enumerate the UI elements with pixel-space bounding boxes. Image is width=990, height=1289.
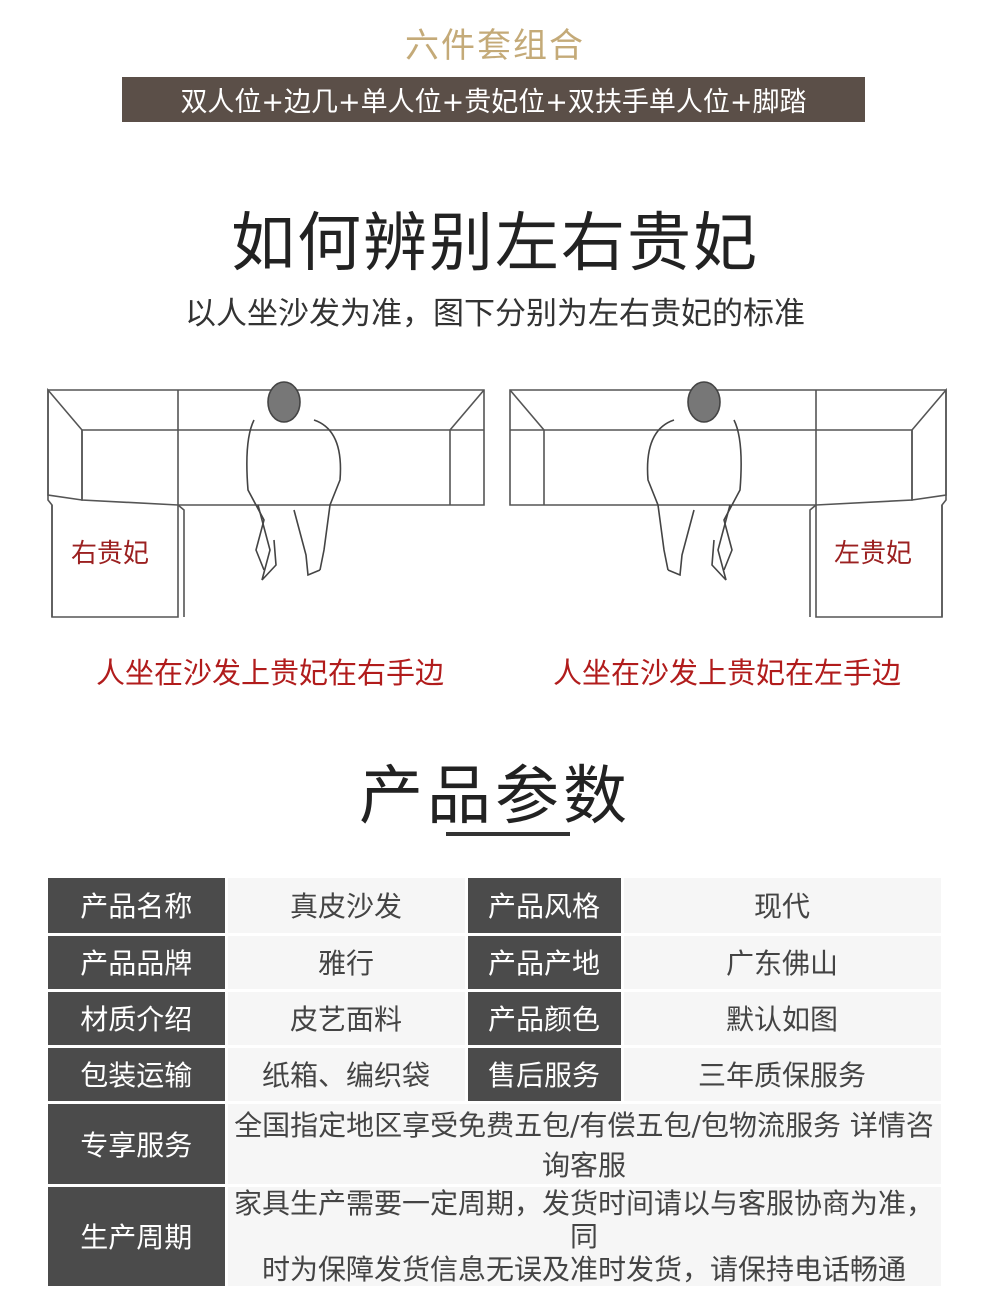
param-key: 包装运输 (48, 1046, 228, 1104)
param-key: 产品风格 (466, 878, 624, 936)
param-key: 产品产地 (466, 934, 624, 992)
seated-person-figure (246, 381, 342, 581)
param-value: 雅行 (226, 934, 468, 992)
param-value: 默认如图 (622, 990, 944, 1048)
params-title: 产品参数 (359, 760, 631, 834)
table-row: 生产周期 家具生产需要一定周期，发货时间请以与客服协商为准，同 时为保障发货信息… (48, 1185, 944, 1289)
set-title: 六件套组合 (405, 26, 585, 66)
param-value: 三年质保服务 (622, 1046, 944, 1104)
left-chaise-label: 左贵妃 (834, 539, 913, 569)
right-chaise-diagram: 右贵妃 (44, 380, 490, 620)
param-value: 家具生产需要一定周期，发货时间请以与客服协商为准，同 时为保障发货信息无误及准时… (226, 1185, 944, 1289)
param-value-line: 家具生产需要一定周期，发货时间请以与客服协商为准，同 (233, 1186, 934, 1253)
table-row: 包装运输 纸箱、编织袋 售后服务 三年质保服务 (48, 1046, 944, 1104)
param-key: 专享服务 (48, 1102, 228, 1187)
left-chaise-diagram: 左贵妃 (504, 380, 950, 620)
set-items-bar: 双人位+边几+单人位+贵妃位+双扶手单人位+脚踏 (122, 77, 865, 122)
sofa-left-chaise-drawing (509, 381, 947, 618)
param-key: 材质介绍 (48, 990, 228, 1048)
table-row: 产品名称 真皮沙发 产品风格 现代 (48, 878, 944, 936)
sofa-right-chaise-drawing (47, 381, 485, 618)
params-title-underline (446, 832, 570, 836)
table-row: 材质介绍 皮艺面料 产品颜色 默认如图 (48, 990, 944, 1048)
table-row: 专享服务 全国指定地区享受免费五包/有偿五包/包物流服务 详情咨询客服 (48, 1102, 944, 1187)
param-value-line: 时为保障发货信息无误及准时发货，请保持电话畅通 (261, 1252, 906, 1286)
param-key: 生产周期 (48, 1185, 228, 1289)
param-key: 售后服务 (466, 1046, 624, 1104)
param-value: 纸箱、编织袋 (226, 1046, 468, 1104)
param-key: 产品品牌 (48, 934, 228, 992)
param-value: 皮艺面料 (226, 990, 468, 1048)
right-chaise-caption: 人坐在沙发上贵妃在右手边 (95, 656, 444, 690)
seated-person-figure (646, 381, 742, 581)
left-chaise-caption: 人坐在沙发上贵妃在左手边 (552, 656, 901, 690)
param-value: 现代 (622, 878, 944, 936)
identify-title: 如何辨别左右贵妃 (231, 207, 759, 281)
identify-subtitle: 以人坐沙发为准，图下分别为左右贵妃的标准 (185, 296, 805, 332)
params-table: 产品名称 真皮沙发 产品风格 现代 产品品牌 雅行 产品产地 广东佛山 材质介绍… (48, 878, 944, 1289)
right-chaise-label: 右贵妃 (71, 539, 150, 569)
param-key: 产品颜色 (466, 990, 624, 1048)
param-key: 产品名称 (48, 878, 228, 936)
param-value: 广东佛山 (622, 934, 944, 992)
table-row: 产品品牌 雅行 产品产地 广东佛山 (48, 934, 944, 992)
param-value: 真皮沙发 (226, 878, 468, 936)
param-value: 全国指定地区享受免费五包/有偿五包/包物流服务 详情咨询客服 (226, 1102, 944, 1187)
